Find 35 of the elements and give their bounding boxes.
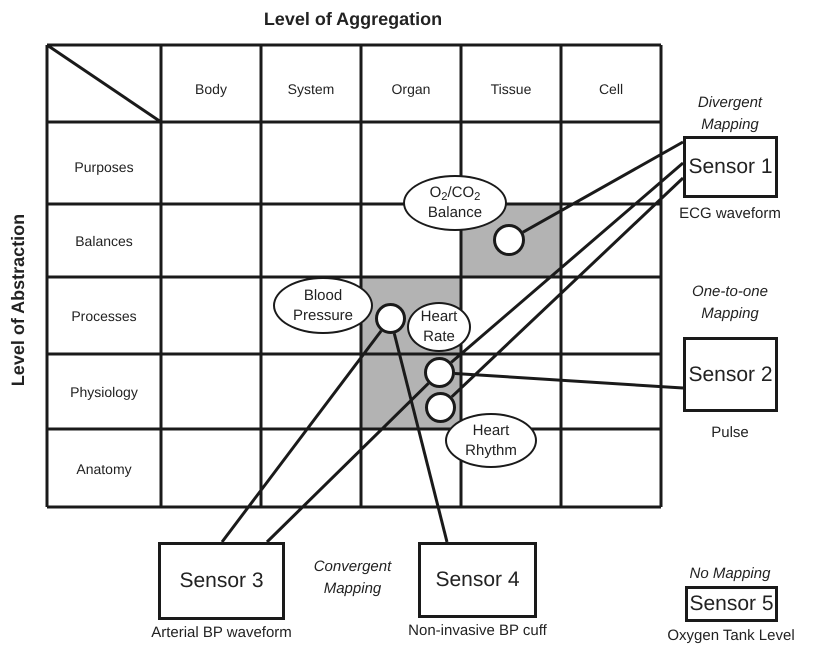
mapping-label: Convergent Mapping (312, 557, 393, 599)
column-header: Body (194, 80, 228, 99)
callout-bubble: O$_{2}$/CO$_{2}$ Balance (403, 175, 507, 231)
callout-bubble: Blood Pressure (273, 277, 373, 334)
sensor-caption: ECG waveform (678, 204, 782, 224)
connector-line (450, 162, 684, 364)
sensor-box: Sensor 5 (685, 586, 778, 622)
sensor-caption: Non-invasive BP cuff (407, 621, 548, 641)
callout-bubble: Heart Rhythm (445, 413, 537, 468)
row-header: Physiology (69, 382, 139, 402)
mapping-label: No Mapping (688, 564, 772, 584)
column-header: Cell (598, 80, 624, 98)
connector-line (266, 382, 430, 544)
column-header: Organ (390, 80, 432, 99)
sensor-box: Sensor 3 (158, 542, 285, 620)
sensor-caption: Oxygen Tank Level (666, 626, 796, 646)
sensor-box: Sensor 2 (683, 337, 778, 412)
mapping-label: Divergent Mapping (696, 93, 764, 135)
connector-line (220, 330, 382, 543)
sensor-box: Sensor 4 (418, 542, 537, 618)
connector-line (450, 176, 684, 398)
column-header: Tissue (490, 80, 532, 98)
axis-title: Level of Abstraction (6, 212, 28, 388)
row-header: Anatomy (75, 460, 133, 479)
row-header: Processes (70, 306, 138, 326)
connector-line (454, 372, 684, 390)
row-header: Balances (74, 232, 134, 250)
sensor-box: Sensor 1 (683, 136, 778, 198)
column-header: System (286, 80, 336, 99)
row-header: Purposes (73, 158, 135, 177)
sensor-caption: Arterial BP waveform (150, 623, 293, 643)
mapping-label: One-to-one Mapping (691, 282, 769, 324)
chart-title: Level of Aggregation (262, 8, 444, 31)
connector-line (392, 333, 448, 542)
sensor-caption: Pulse (710, 423, 750, 443)
